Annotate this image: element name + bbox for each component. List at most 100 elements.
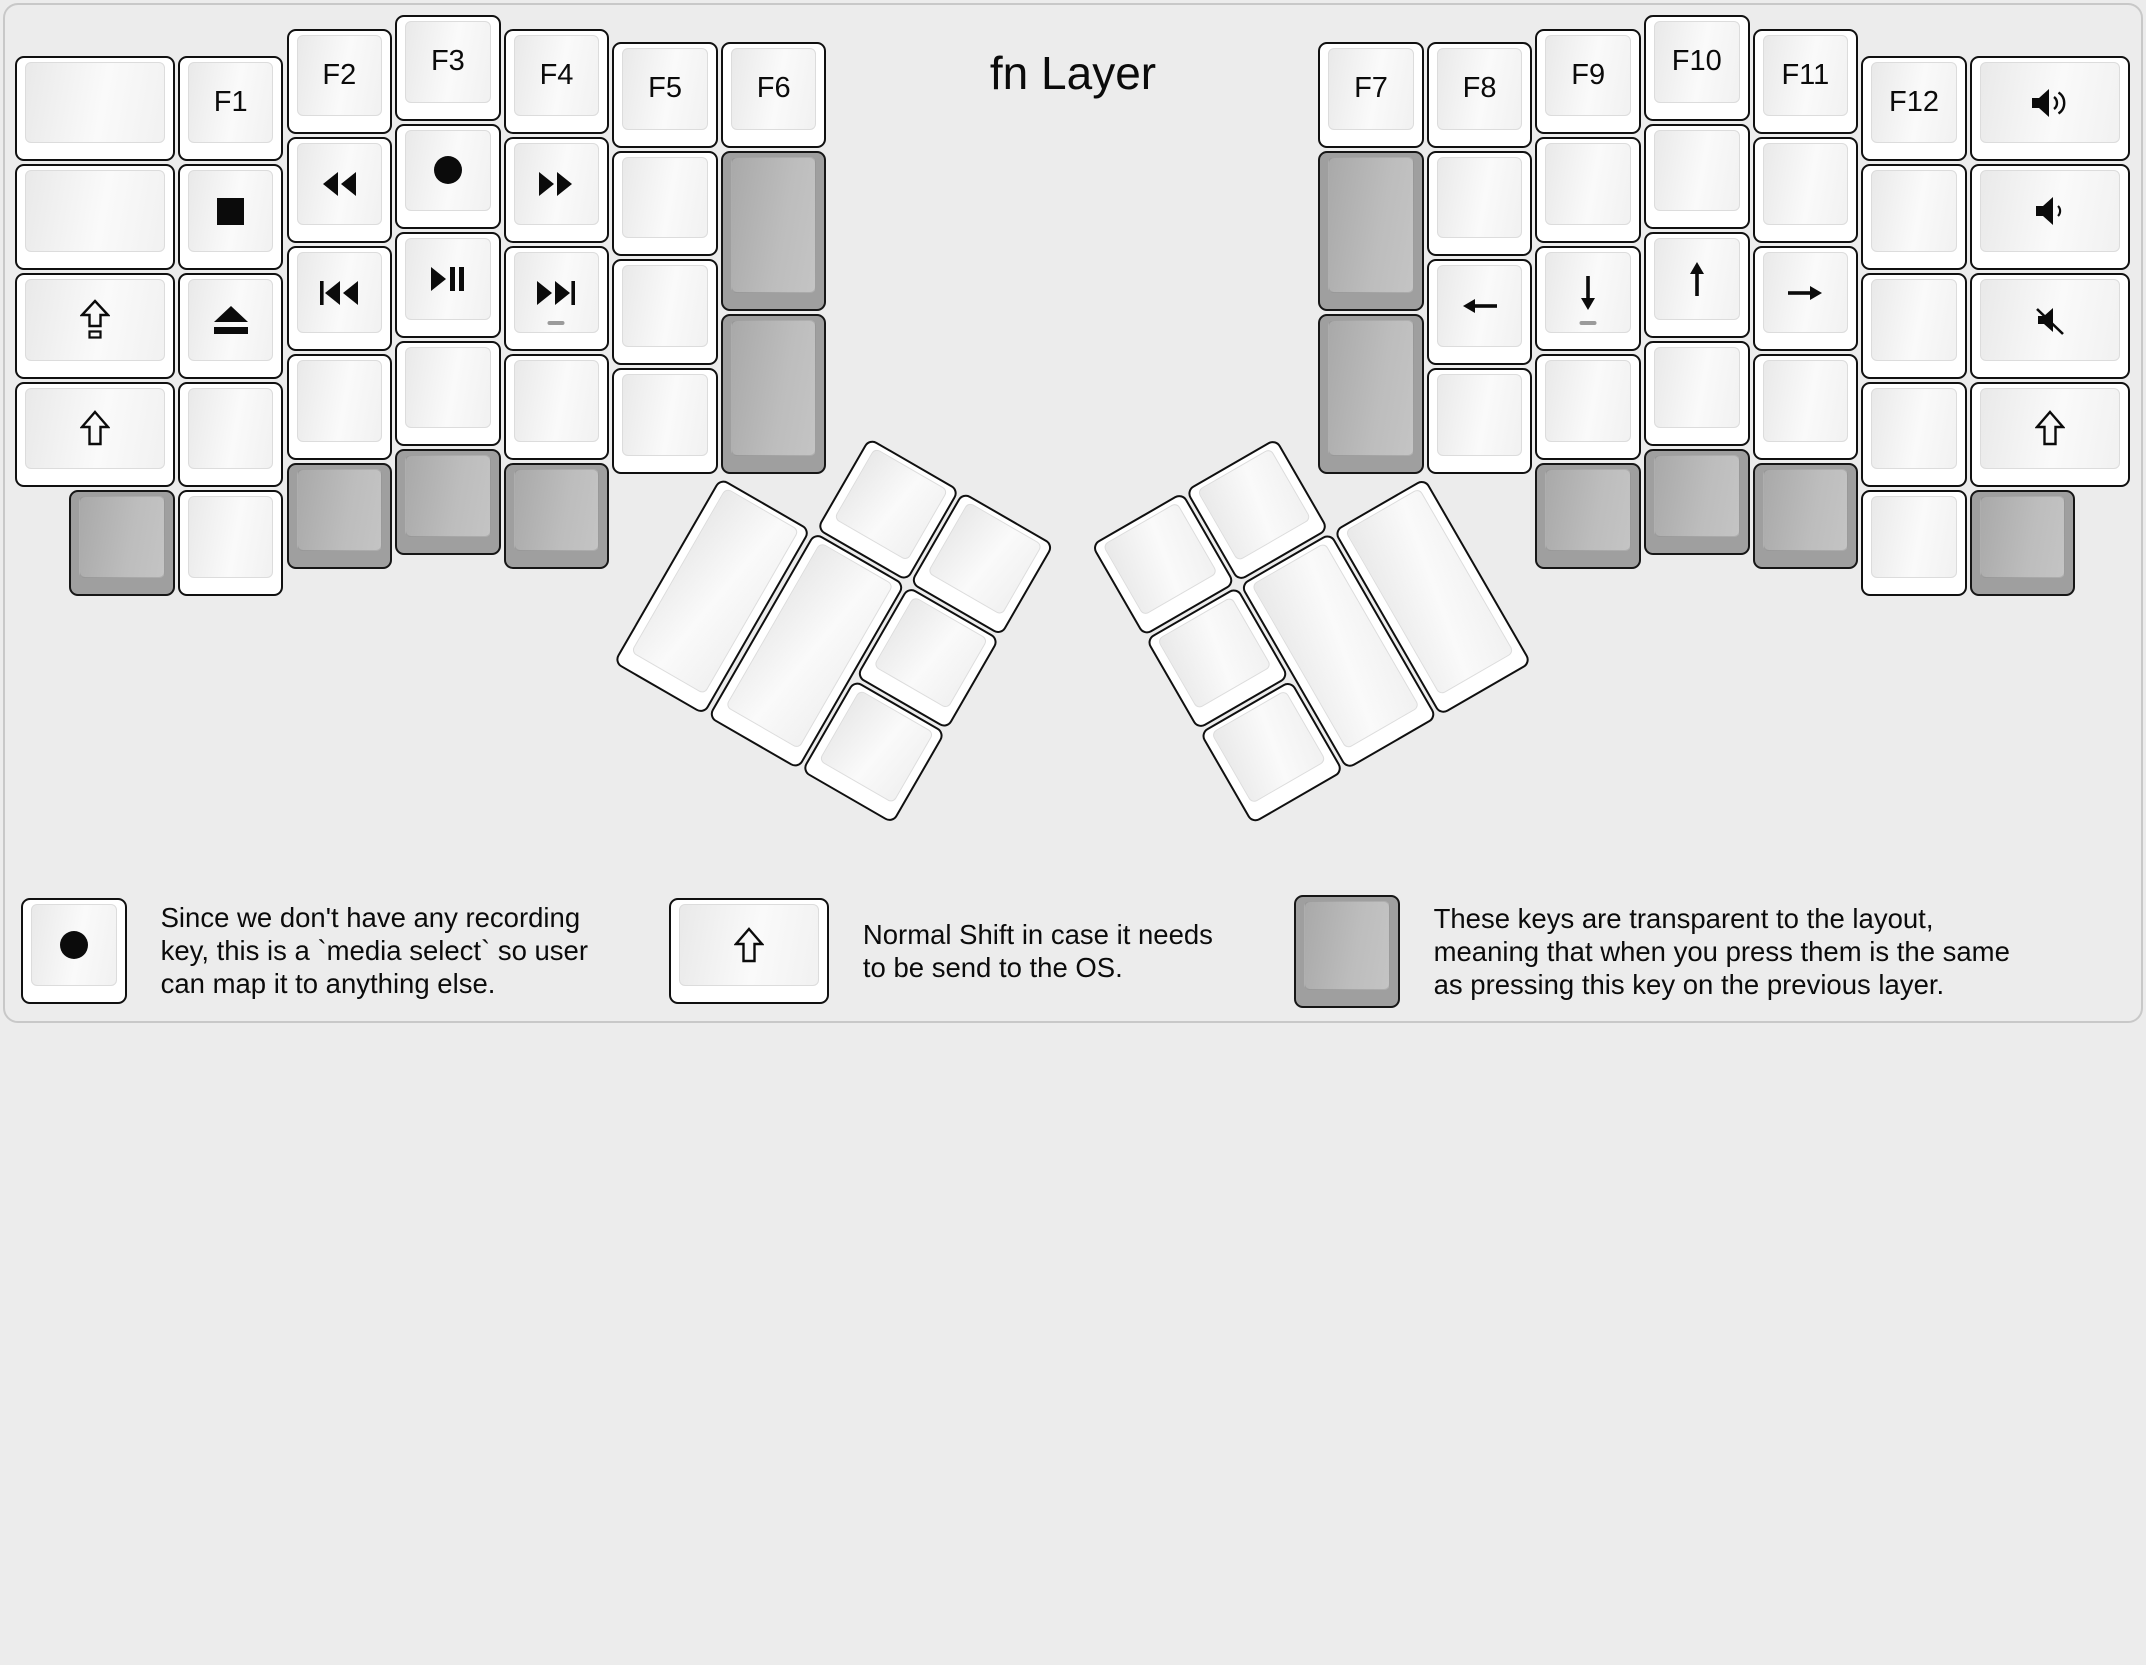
key-f1[interactable]: F1 <box>177 55 284 162</box>
key-blank[interactable] <box>612 259 718 365</box>
key-arrow-up[interactable] <box>1644 232 1750 338</box>
key-f3[interactable]: F3 <box>395 15 501 121</box>
key-f12[interactable]: F12 <box>1861 55 1967 162</box>
key-blank[interactable] <box>1861 164 1967 270</box>
key-transparent[interactable] <box>1969 490 2076 596</box>
key-mute[interactable] <box>1969 272 2130 379</box>
keytop: F5 <box>622 48 708 130</box>
key-shift[interactable] <box>15 381 175 488</box>
key-blank[interactable] <box>1861 381 1967 488</box>
key-play-pause[interactable] <box>395 232 501 338</box>
key-blank[interactable] <box>15 55 175 162</box>
key-transparent[interactable] <box>1318 150 1424 311</box>
keytop <box>405 455 491 537</box>
key-blank[interactable] <box>177 490 284 596</box>
key-transparent[interactable] <box>720 150 827 311</box>
legend-caption-line: meaning that when you press them is the … <box>1433 936 2010 968</box>
keytop <box>1979 170 2120 252</box>
keytop: F12 <box>1871 61 1957 144</box>
key-blank[interactable] <box>286 354 393 460</box>
keytop <box>1871 496 1957 578</box>
keytop <box>187 387 274 470</box>
key-label: F9 <box>1571 58 1606 91</box>
keytop <box>25 278 165 361</box>
keytop <box>513 360 600 442</box>
key-blank[interactable] <box>1752 137 1859 243</box>
key-blank[interactable] <box>612 367 718 474</box>
key-f9[interactable]: F9 <box>1535 28 1641 135</box>
key-shift <box>669 898 829 1004</box>
keytop <box>513 251 600 334</box>
key-arrow-right[interactable] <box>1752 245 1859 352</box>
key-blank[interactable] <box>15 164 175 270</box>
key-f8[interactable]: F8 <box>1426 42 1533 148</box>
key-record <box>21 898 127 1004</box>
keytop <box>1436 373 1523 456</box>
key-f7[interactable]: F7 <box>1318 42 1424 148</box>
key-blank[interactable] <box>1752 354 1859 460</box>
key-transparent[interactable] <box>69 490 175 596</box>
key-label: F4 <box>539 58 574 91</box>
keytop <box>1102 502 1218 616</box>
key-f2[interactable]: F2 <box>286 28 393 135</box>
key-volume-down[interactable] <box>1969 164 2130 270</box>
key-eject[interactable] <box>177 272 284 379</box>
key-next-track[interactable] <box>503 245 610 352</box>
key-transparent[interactable] <box>1752 462 1859 569</box>
key-blank[interactable] <box>1644 340 1750 447</box>
legend-caption-line: key, this is a `media select` so user <box>160 935 589 967</box>
key-transparent[interactable] <box>286 462 393 569</box>
key-rewind[interactable] <box>286 137 393 243</box>
keytop <box>1979 278 2120 361</box>
key-transparent[interactable] <box>1318 313 1424 474</box>
key-blank[interactable] <box>1861 490 1967 596</box>
keytop: F3 <box>405 21 491 103</box>
keytop <box>1545 143 1631 225</box>
key-shift[interactable] <box>1969 381 2130 488</box>
key-blank[interactable] <box>177 381 284 488</box>
key-transparent[interactable] <box>395 449 501 555</box>
key-fast-forward[interactable] <box>503 137 610 243</box>
keytop <box>1762 143 1849 225</box>
record-icon <box>433 155 463 185</box>
key-transparent[interactable] <box>503 462 610 569</box>
key-label: F6 <box>756 72 791 105</box>
key-blank[interactable] <box>612 150 718 257</box>
key-f11[interactable]: F11 <box>1752 28 1859 135</box>
page-title: fn Layer <box>989 47 1157 99</box>
key-arrow-down[interactable] <box>1535 245 1641 352</box>
key-transparent[interactable] <box>720 313 827 474</box>
key-blank[interactable] <box>1535 137 1641 243</box>
key-blank[interactable] <box>1426 150 1533 257</box>
key-f6[interactable]: F6 <box>720 42 827 148</box>
keytop <box>79 496 165 578</box>
keytop <box>1196 447 1312 562</box>
fast-forward-icon <box>538 171 574 197</box>
key-blank[interactable] <box>395 340 501 447</box>
key-transparent[interactable] <box>1535 462 1641 569</box>
key-f5[interactable]: F5 <box>612 42 718 148</box>
key-arrow-left[interactable] <box>1426 259 1533 365</box>
key-blank[interactable] <box>1644 123 1750 230</box>
homing-bar <box>547 321 565 326</box>
key-blank[interactable] <box>1535 354 1641 460</box>
legend-caption-line: These keys are transparent to the layout… <box>1433 903 1934 935</box>
keytop <box>296 251 383 334</box>
key-blank[interactable] <box>1861 272 1967 379</box>
key-prev-track[interactable] <box>286 245 393 352</box>
key-transparent <box>1294 895 1400 1009</box>
key-blank[interactable] <box>1426 367 1533 474</box>
keytop <box>1979 61 2120 144</box>
keytop: F9 <box>1545 34 1631 117</box>
key-transparent[interactable] <box>1644 449 1750 555</box>
key-caps-shift[interactable] <box>15 272 175 379</box>
key-stop[interactable] <box>177 164 284 270</box>
key-label: F8 <box>1462 72 1497 105</box>
key-volume-up[interactable] <box>1969 55 2130 162</box>
key-blank[interactable] <box>503 354 610 460</box>
key-record[interactable] <box>395 123 501 230</box>
key-f10[interactable]: F10 <box>1644 15 1750 121</box>
keytop: F6 <box>730 48 817 130</box>
key-f4[interactable]: F4 <box>503 28 610 135</box>
